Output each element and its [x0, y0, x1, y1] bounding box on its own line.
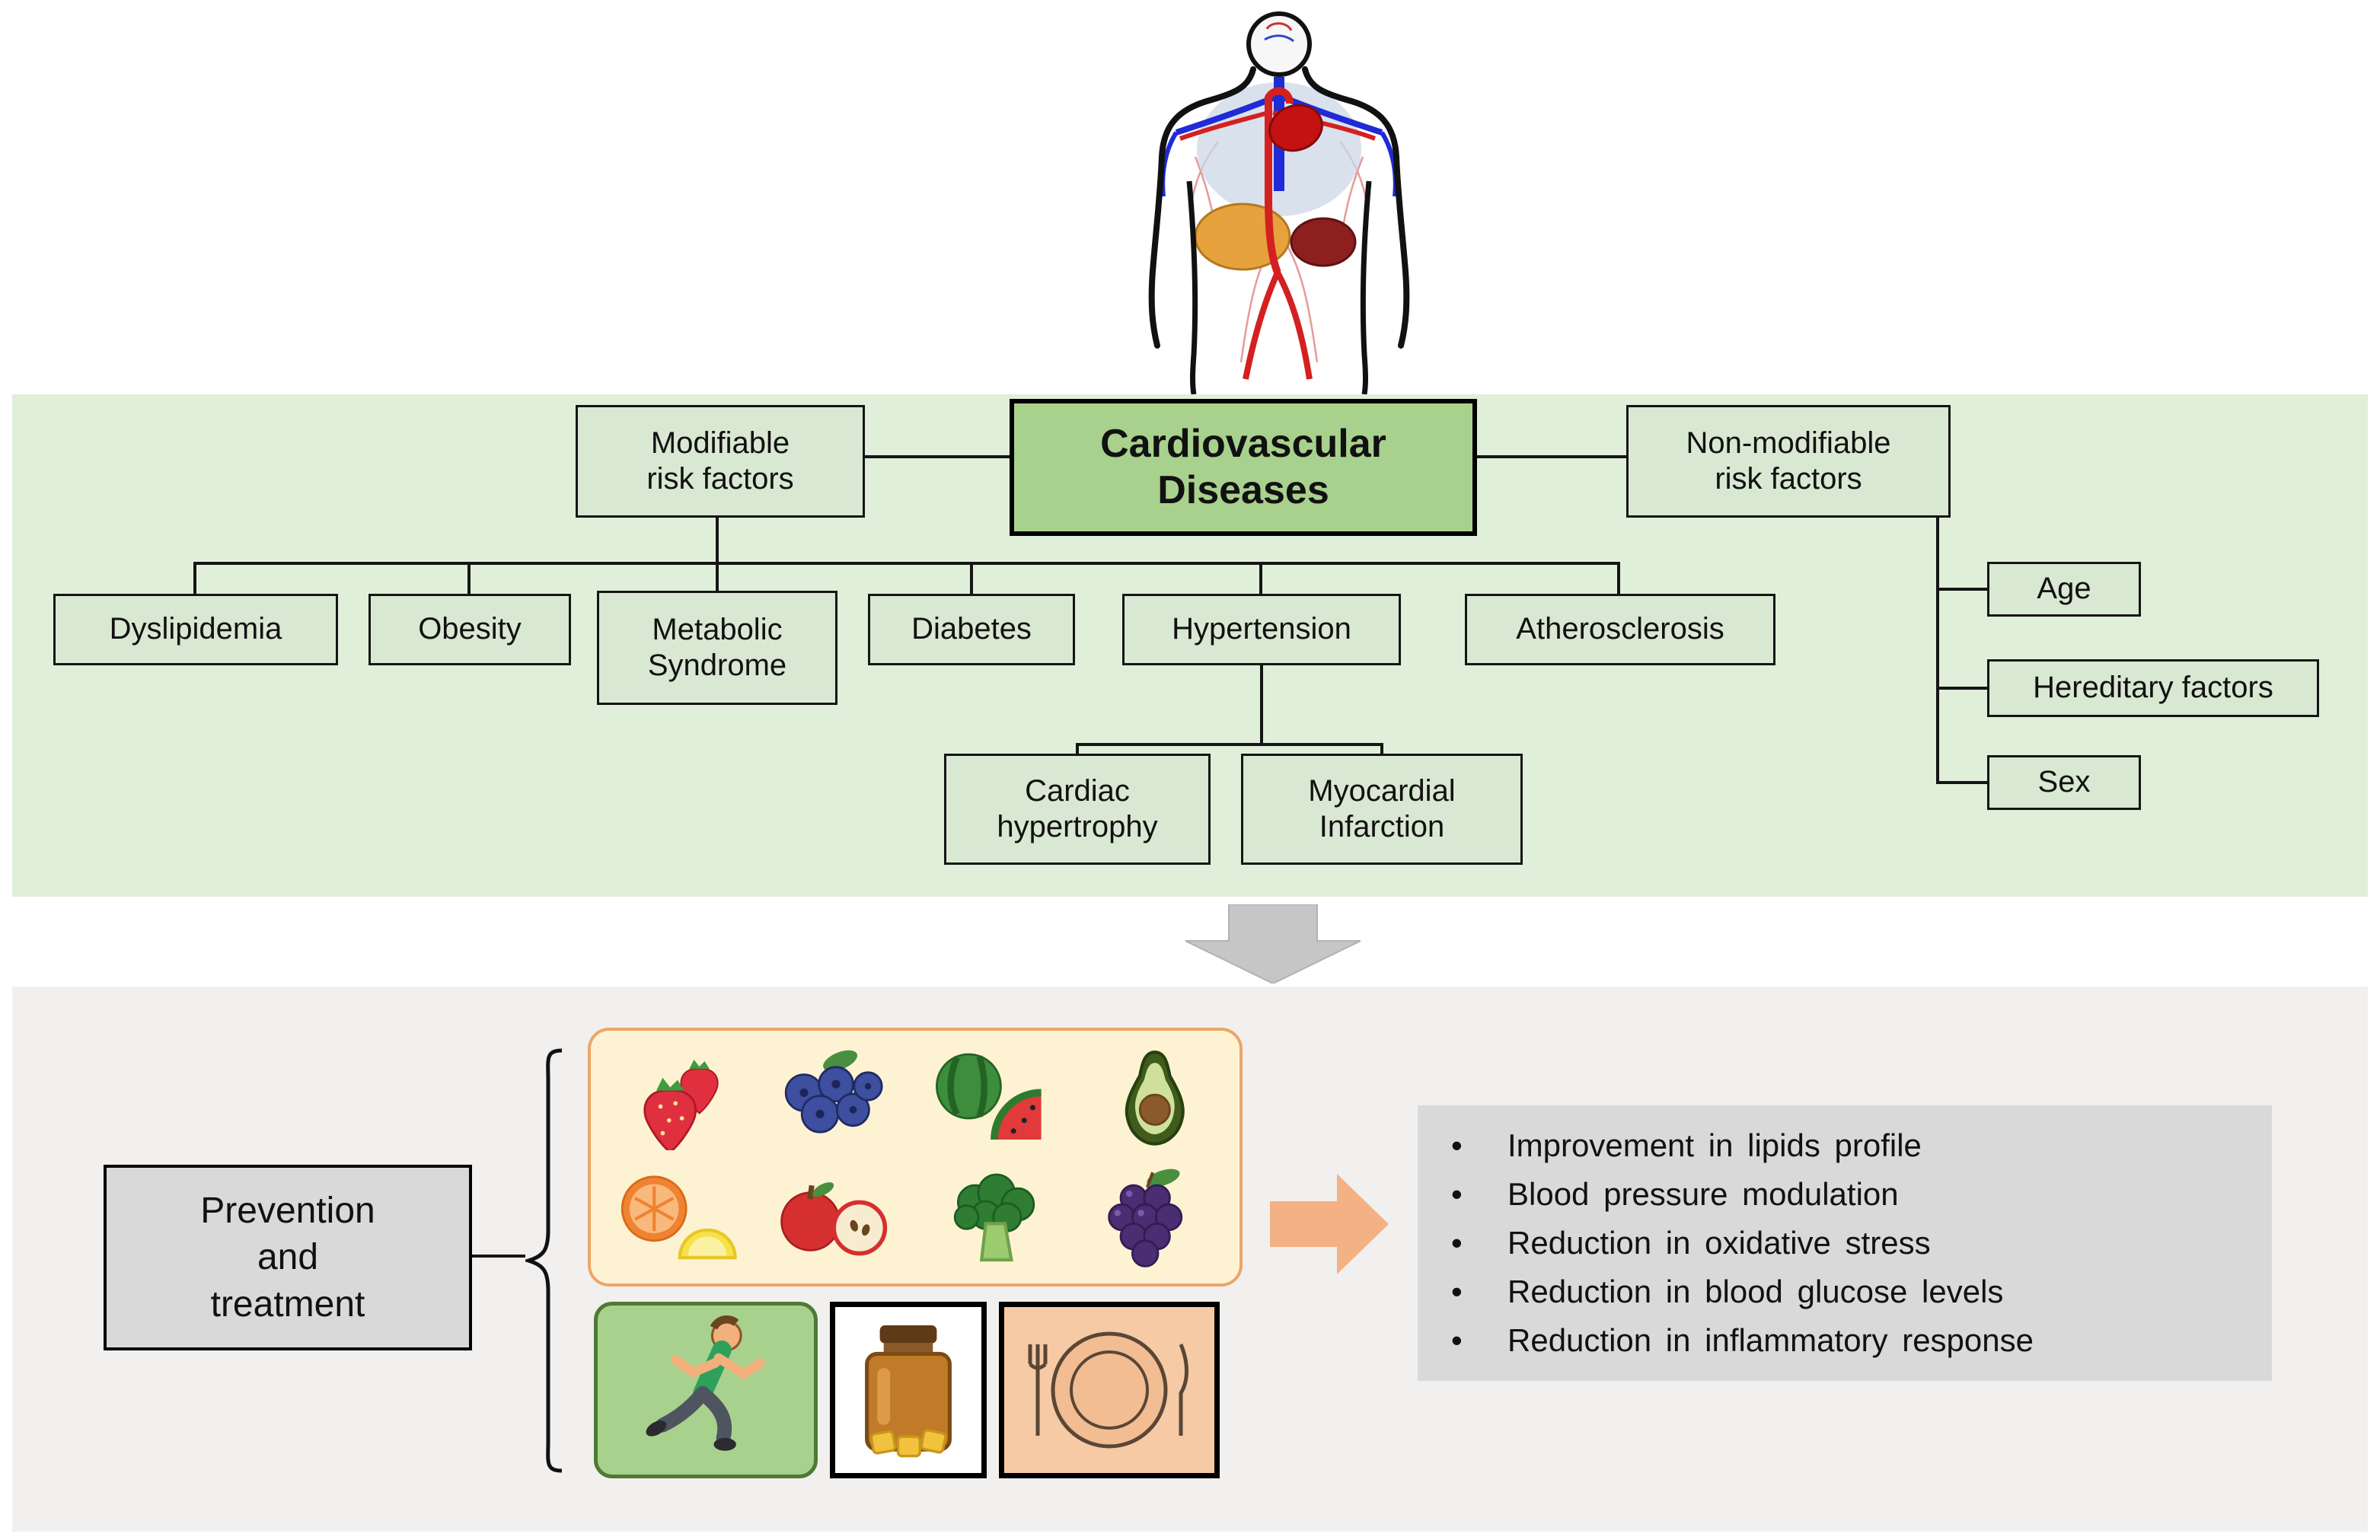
broccoli-icon — [915, 1157, 1074, 1277]
connector-line — [1617, 565, 1620, 594]
risk-box-age: Age — [1987, 562, 2141, 617]
benefit-item: Reduction in blood glucose levels — [1451, 1267, 2003, 1316]
connector-line — [467, 565, 471, 594]
supplement-jar-icon — [830, 1302, 987, 1478]
risk-box-hypertension: Hypertension — [1122, 594, 1401, 665]
benefit-item: Blood pressure modulation — [1451, 1170, 1899, 1219]
risk-box-metabolic-syndrome: Metabolic Syndrome — [597, 591, 837, 705]
human-circulatory-system-illustration — [1148, 11, 1410, 395]
risk-box-diabetes: Diabetes — [868, 594, 1075, 665]
benefit-item: Reduction in oxidative stress — [1451, 1219, 1931, 1267]
benefits-list-box: Improvement in lipids profile Blood pres… — [1418, 1105, 2272, 1381]
connector-line — [1076, 746, 1079, 754]
risk-box-atherosclerosis: Atherosclerosis — [1465, 594, 1775, 665]
risk-box-obesity: Obesity — [368, 594, 571, 665]
grapefruit-lemon-icon — [598, 1157, 757, 1277]
risk-box-myocardial-infarction: Myocardial Infarction — [1241, 754, 1523, 865]
connector-line — [472, 1255, 525, 1258]
connector-line — [1259, 565, 1262, 594]
avocado-icon — [1074, 1037, 1232, 1157]
down-arrow-icon — [1185, 904, 1361, 984]
connector-line — [865, 455, 1010, 458]
cardiovascular-diseases-box: Cardiovascular Diseases — [1010, 399, 1477, 536]
connector-line — [716, 518, 719, 591]
connector-line — [1936, 687, 1987, 690]
strawberries-icon — [598, 1037, 757, 1157]
modifiable-risk-factors-box: Modifiable risk factors — [576, 405, 865, 518]
benefit-item: Reduction in inflammatory response — [1451, 1316, 2034, 1365]
connector-line — [970, 565, 973, 594]
apple-icon — [757, 1157, 915, 1277]
connector-line — [1936, 518, 1939, 784]
right-arrow-icon — [1270, 1174, 1389, 1274]
risk-box-dyslipidemia: Dyslipidemia — [53, 594, 338, 665]
connector-line — [1260, 665, 1263, 744]
risk-box-hereditary-factors: Hereditary factors — [1987, 659, 2319, 717]
connector-line — [1380, 746, 1383, 754]
connector-line — [193, 562, 1620, 565]
exercise-running-icon — [594, 1302, 818, 1478]
blueberries-icon — [757, 1037, 915, 1157]
curly-brace — [525, 1048, 563, 1473]
grapes-icon — [1074, 1157, 1232, 1277]
prevention-treatment-box: Prevention and treatment — [104, 1165, 472, 1350]
connector-line — [1936, 781, 1987, 784]
watermelon-icon — [915, 1037, 1074, 1157]
risk-box-sex: Sex — [1987, 755, 2141, 810]
connector-line — [193, 565, 196, 594]
connector-line — [1076, 743, 1383, 746]
benefit-item: Improvement in lipids profile — [1451, 1121, 1922, 1170]
non-modifiable-risk-factors-box: Non-modifiable risk factors — [1626, 405, 1951, 518]
fruits-vegetables-panel — [588, 1028, 1243, 1287]
connector-line — [1477, 455, 1626, 458]
connector-line — [1936, 588, 1987, 591]
risk-box-cardiac-hypertrophy: Cardiac hypertrophy — [944, 754, 1211, 865]
healthy-plate-icon — [999, 1302, 1220, 1478]
